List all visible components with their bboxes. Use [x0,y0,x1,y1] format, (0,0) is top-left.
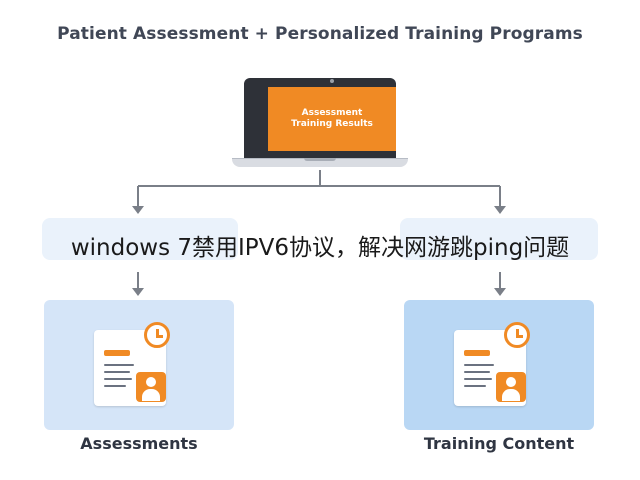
document-line [104,385,126,387]
user-head [146,377,156,387]
laptop-icon: Assessment Training Results [232,78,408,170]
document-header-bar [104,350,130,356]
laptop-screen-text: Assessment Training Results [291,108,373,129]
arrow-right-lower [494,288,506,296]
clock-icon [144,322,170,348]
training-content-label: Training Content [423,434,575,453]
document-header-bar [464,350,490,356]
user-body [142,389,160,401]
clock-hand [516,335,523,338]
label-pill-left [42,218,238,260]
laptop-screen-frame: Assessment Training Results [244,78,396,158]
assessments-card [44,300,234,430]
user-body [502,389,520,401]
label-pill-right [400,218,598,260]
training-content-card [404,300,594,430]
arrow-right-upper [494,206,506,214]
clock-hand [156,329,159,337]
document-line [104,378,132,380]
document-clock-user-icon [454,322,538,408]
clock-hand [516,329,519,337]
user-icon [136,372,166,402]
laptop-notch [304,158,336,161]
document-line [464,378,492,380]
user-icon [496,372,526,402]
arrow-left-upper [132,206,144,214]
document-line [464,364,494,366]
document-line [104,364,134,366]
clock-icon [504,322,530,348]
document-line [464,371,490,373]
document-line [464,385,486,387]
diagram-title: Patient Assessment + Personalized Traini… [57,24,583,44]
laptop-camera [330,79,334,83]
laptop-display: Assessment Training Results [268,87,396,151]
document-clock-user-icon [94,322,178,408]
clock-hand [156,335,163,338]
overlay-caption: windows 7禁用IPV6协议，解决网游跳ping问题 [70,235,570,261]
user-head [506,377,516,387]
document-line [104,371,130,373]
arrow-left-lower [132,288,144,296]
assessments-label: Assessments [80,434,198,453]
